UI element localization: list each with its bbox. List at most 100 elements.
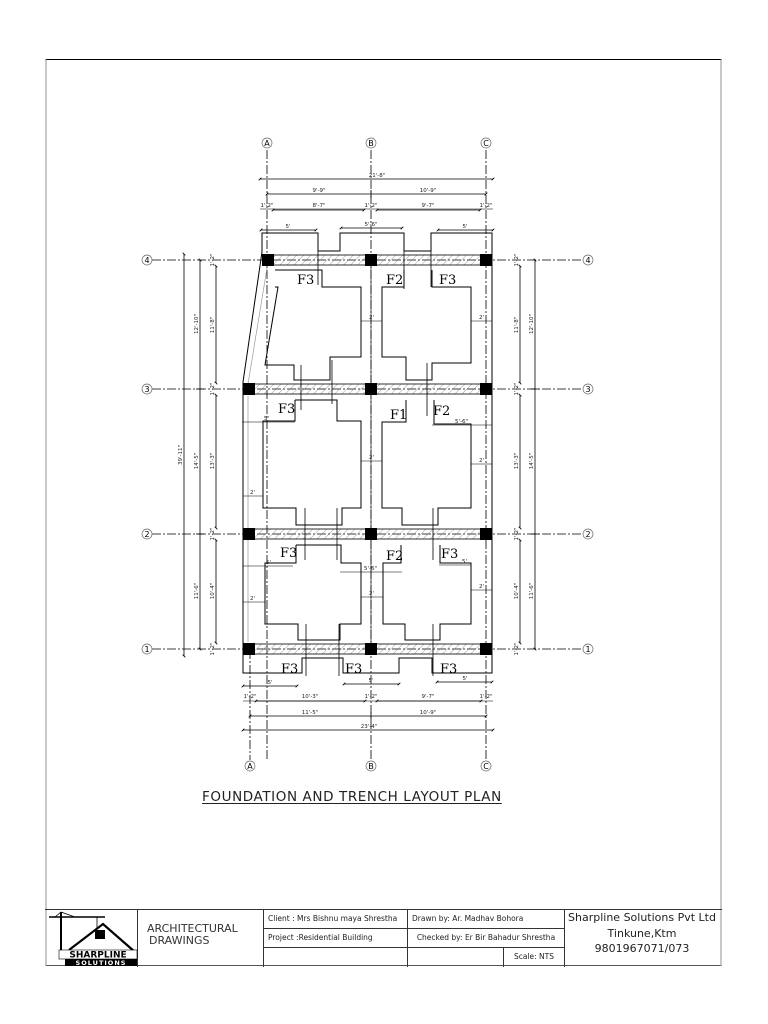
svg-text:4: 4 — [144, 256, 149, 265]
grid-bubble-c-top: C — [480, 137, 492, 149]
footing-labels: F3 F2 F3 F3 F1 F2 F3 F2 F3 F3 F3 F3 — [278, 273, 458, 677]
svg-text:14'-5": 14'-5" — [529, 453, 535, 470]
left-dimension-text: 39'-11" 12'-10" 14'-5" 11'-6" 11'-8" 13'… — [178, 253, 216, 655]
svg-text:1'-2": 1'-2" — [210, 642, 216, 655]
svg-text:4: 4 — [585, 256, 590, 265]
bottom-dimension-text: 5' 5' 5' 1'-2" 10'-3" 1'-2" 9'-7" 1'-2" … — [243, 676, 492, 730]
sheet-border — [45, 59, 722, 966]
right-dimension-text: 11'-8" 13'-3" 10'-4" 12'-10" 14'-5" 11'-… — [514, 253, 535, 655]
svg-text:1'-2": 1'-2" — [479, 694, 492, 700]
scale-cell: Scale: NTS — [513, 952, 555, 961]
svg-text:2': 2' — [250, 596, 255, 602]
bottom-dimensions — [241, 680, 495, 732]
svg-text:5': 5' — [462, 559, 467, 565]
left-dimensions — [182, 252, 218, 658]
svg-text:11'-5": 11'-5" — [302, 710, 319, 716]
svg-text:F3: F3 — [345, 662, 362, 677]
svg-text:1'-2": 1'-2" — [514, 527, 520, 540]
grid-bubbles: A B C A B C 4 3 2 1 4 3 2 1 — [141, 137, 594, 772]
svg-text:5': 5' — [368, 678, 373, 684]
svg-text:2': 2' — [479, 584, 484, 590]
svg-text:11'-8": 11'-8" — [514, 317, 520, 334]
svg-text:11'-8": 11'-8" — [210, 317, 216, 334]
svg-text:39'-11": 39'-11" — [178, 445, 184, 465]
svg-text:14'-5": 14'-5" — [194, 453, 200, 470]
svg-text:F1: F1 — [390, 408, 407, 423]
grid-bubble-b-top: B — [365, 137, 377, 149]
grid-bubble-3-left: 3 — [141, 383, 153, 395]
svg-text:12'-10": 12'-10" — [194, 314, 200, 334]
svg-text:SHARPLINE: SHARPLINE — [69, 951, 126, 961]
svg-text:5'-6": 5'-6" — [364, 566, 377, 572]
svg-text:1'-2": 1'-2" — [364, 203, 377, 209]
tie-beams — [247, 254, 487, 655]
grid-bubble-a-bottom: A — [244, 760, 256, 772]
svg-text:F3: F3 — [278, 402, 295, 417]
svg-text:1'-2": 1'-2" — [210, 253, 216, 266]
grid-bubble-4-right: 4 — [582, 254, 594, 266]
svg-text:10'-4": 10'-4" — [514, 583, 520, 600]
svg-text:2: 2 — [144, 530, 149, 539]
svg-text:5': 5' — [285, 224, 290, 230]
svg-text:F3: F3 — [440, 662, 457, 677]
svg-text:3: 3 — [585, 385, 590, 394]
firm-name: Sharpline Solutions Pvt Ltd — [568, 911, 716, 924]
svg-text:F3: F3 — [439, 273, 456, 288]
svg-text:10'-9": 10'-9" — [420, 188, 437, 194]
svg-text:9'-7": 9'-7" — [421, 694, 434, 700]
internal-dimensions — [242, 320, 492, 603]
svg-text:23'-4": 23'-4" — [361, 724, 378, 730]
right-dimensions — [518, 258, 539, 651]
client-cell: Client : Mrs Bishnu maya Shrestha — [264, 910, 408, 929]
svg-text:F3: F3 — [281, 662, 298, 677]
top-dimension-text: 21'-8" 9'-9" 10'-9" 1'-2" 8'-7" 1'-2" 9'… — [260, 173, 492, 230]
grid-bubble-4-left: 4 — [141, 254, 153, 266]
svg-text:10'-9": 10'-9" — [420, 710, 437, 716]
svg-text:9'-9": 9'-9" — [312, 188, 325, 194]
svg-text:F3: F3 — [297, 273, 314, 288]
internal-dimension-text: 2' 2' 2' 2' 2' 5'-6" 5' 5' 5'-6" 5' 2' 2… — [250, 315, 484, 602]
svg-text:5': 5' — [264, 416, 269, 422]
svg-text:10'-4": 10'-4" — [210, 583, 216, 600]
columns — [243, 254, 492, 655]
svg-text:5': 5' — [462, 676, 467, 682]
grid-bubble-2-right: 2 — [582, 528, 594, 540]
grid-bubble-2-left: 2 — [141, 528, 153, 540]
svg-text:A: A — [247, 762, 253, 771]
project-cell: Project :Residential Building — [264, 929, 408, 948]
grid-bubble-3-right: 3 — [582, 383, 594, 395]
svg-text:2': 2' — [479, 315, 484, 321]
title-block-grid: Client : Mrs Bishnu maya Shrestha Drawn … — [264, 910, 565, 967]
svg-text:1'-2": 1'-2" — [210, 527, 216, 540]
svg-text:5': 5' — [266, 560, 271, 566]
svg-text:3: 3 — [144, 385, 149, 394]
svg-text:F2: F2 — [386, 273, 403, 288]
svg-text:SOLUTIONS: SOLUTIONS — [76, 959, 127, 967]
svg-text:1: 1 — [144, 645, 149, 654]
empty-cell-2 — [408, 948, 504, 967]
svg-text:C: C — [483, 762, 489, 771]
checked-by-cell: Checked by: Er Bir Bahadur Shrestha — [408, 929, 564, 948]
svg-text:A: A — [264, 139, 270, 148]
svg-text:2': 2' — [479, 458, 484, 464]
svg-text:13'-3": 13'-3" — [210, 453, 216, 470]
grid-bubble-b-bottom: B — [365, 760, 377, 772]
firm-info: Sharpline Solutions Pvt Ltd Tinkune,Ktm … — [564, 910, 720, 967]
company-logo: SHARPLINE SOLUTIONS — [45, 910, 138, 967]
svg-text:11'-6": 11'-6" — [194, 583, 200, 600]
svg-text:2': 2' — [250, 490, 255, 496]
trench-leaders — [300, 233, 434, 676]
svg-text:B: B — [368, 139, 374, 148]
svg-text:10'-3": 10'-3" — [302, 694, 319, 700]
svg-text:5'-6": 5'-6" — [364, 222, 377, 228]
svg-text:1: 1 — [585, 645, 590, 654]
svg-text:13'-3": 13'-3" — [514, 453, 520, 470]
title-block-divider — [564, 910, 565, 967]
svg-text:1'-2": 1'-2" — [479, 203, 492, 209]
svg-text:1'-2": 1'-2" — [243, 694, 256, 700]
top-dimensions — [258, 177, 495, 232]
svg-text:2: 2 — [585, 530, 590, 539]
drawing-type: ARCHITECTURAL DRAWINGS — [138, 910, 264, 967]
